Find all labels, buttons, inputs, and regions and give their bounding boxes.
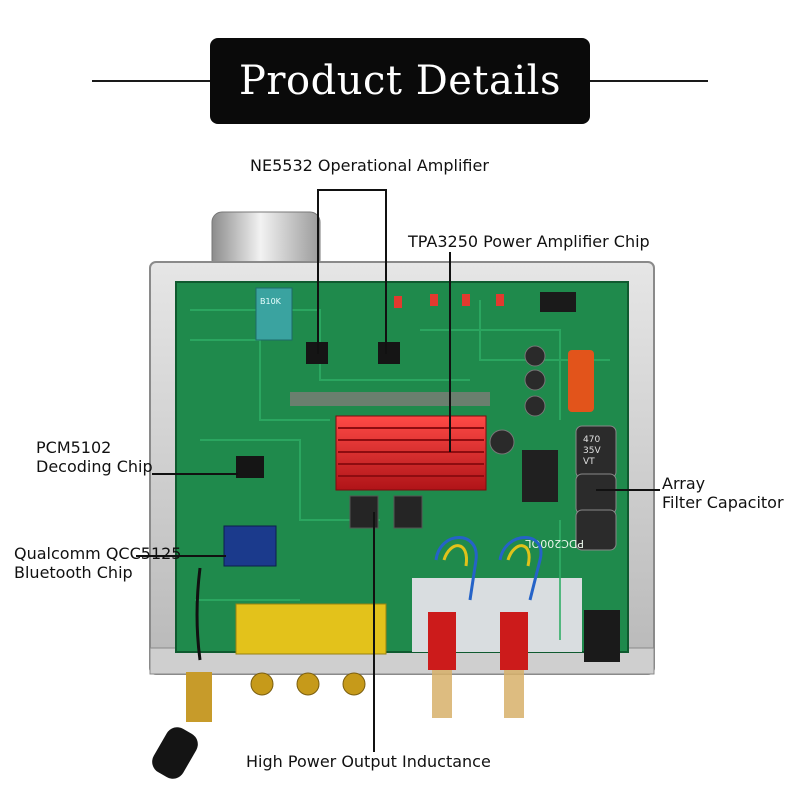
label-capacitor-line2: Filter Capacitor	[662, 493, 784, 512]
voltage-regulator	[522, 450, 558, 502]
label-pcm5102: PCM5102 Decoding Chip	[36, 438, 153, 476]
page-title: Product Details	[239, 58, 561, 104]
filter-capacitor-array	[575, 425, 617, 551]
cap-rating: 35V	[583, 446, 601, 456]
label-pcm5102-line1: PCM5102	[36, 438, 112, 457]
label-ne5532: NE5532 Operational Amplifier	[250, 156, 489, 175]
label-capacitor-line1: Array	[662, 474, 706, 493]
leader-ne5532	[317, 189, 387, 354]
rca-input-block	[235, 603, 387, 655]
leader-lines	[136, 189, 660, 752]
title-banner: Product Details	[210, 38, 590, 124]
label-tpa3250: TPA3250 Power Amplifier Chip	[408, 232, 650, 251]
qcc5125-module	[223, 525, 277, 567]
filter-capacitor	[575, 509, 617, 551]
title-rule-left	[92, 80, 212, 82]
antenna-connector	[186, 672, 212, 722]
label-pcm5102-line2: Decoding Chip	[36, 457, 153, 476]
cap-value: 470	[583, 435, 600, 445]
label-qcc5125: Qualcomm QCC5125 Bluetooth Chip	[14, 544, 181, 582]
dc-power-jack	[584, 610, 620, 662]
speaker-terminals	[428, 612, 528, 718]
led-row	[394, 294, 504, 308]
label-qcc5125-line1: Qualcomm QCC5125	[14, 544, 182, 563]
pot-marking: B10K	[260, 297, 282, 306]
potentiometer	[255, 287, 293, 341]
film-capacitor	[568, 350, 594, 412]
antenna-cable	[195, 567, 202, 661]
pcm5102-chip	[236, 456, 264, 478]
speaker-wires	[434, 536, 543, 601]
filter-capacitor	[575, 473, 617, 515]
cap-type: VT	[583, 457, 595, 467]
rca-jacks	[250, 672, 366, 696]
label-inductance: High Power Output Inductance	[246, 752, 491, 771]
ne5532-chip-right	[378, 342, 400, 364]
resistor-strip	[290, 392, 490, 406]
heatsink-fins	[338, 427, 484, 477]
label-qcc5125-line2: Bluetooth Chip	[14, 563, 133, 582]
title-rule-right	[588, 80, 708, 82]
small-capacitors	[489, 345, 546, 455]
output-inductor	[393, 495, 423, 529]
header-connector	[540, 292, 576, 312]
antenna	[152, 727, 198, 779]
label-filter-capacitor: Array Filter Capacitor	[662, 474, 784, 512]
